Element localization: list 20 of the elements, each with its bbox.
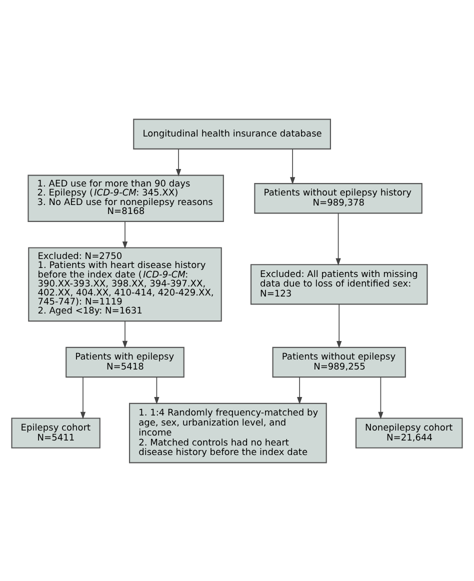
arrow (336, 212, 341, 266)
arrow (154, 376, 160, 404)
arrow (122, 320, 128, 348)
arrow (176, 148, 182, 176)
arrow (378, 376, 384, 419)
arrow (80, 376, 86, 419)
node-box: Patients without epilepsy history N=989,378 (254, 182, 422, 214)
node-box: Patients without epilepsy N=989,255 (272, 346, 406, 378)
arrow (122, 220, 128, 248)
node-box: Patients with epilepsy N=5418 (66, 346, 184, 378)
arrow (296, 376, 302, 404)
node-box: Epilepsy cohort N=5411 (11, 417, 100, 448)
node-box: 1. AED use for more than 90 days 2. Epilepsy (ICD-9-CM: 345.XX) 3. No AED use for nonepilepsy reasons N=8168 (28, 174, 224, 222)
node-box: Nonepilepsy cohort N=21,644 (355, 417, 463, 448)
node-box: 1. 1:4 Randomly frequency-matched by age, sex, urbanization level, and income 2. Matched controls had no heart disease history before the index date (129, 402, 327, 463)
arrow (290, 148, 296, 184)
node-box: Excluded: N=2750 1. Patients with heart disease history before the index date (ICD-9-CM: 390.XX-393.XX, 398.XX, 394-397.XX, 402.XX, 404.XX, 410-414, 420-429.XX, 745-747): N=1119 2. Aged <18y: N=1631 (28, 246, 222, 322)
node-box: Excluded: All patients with missing data due to loss of identified sex: N=123 (250, 264, 428, 304)
node-box: Longitudinal health insurance database (133, 118, 331, 149)
arrow (336, 304, 342, 348)
